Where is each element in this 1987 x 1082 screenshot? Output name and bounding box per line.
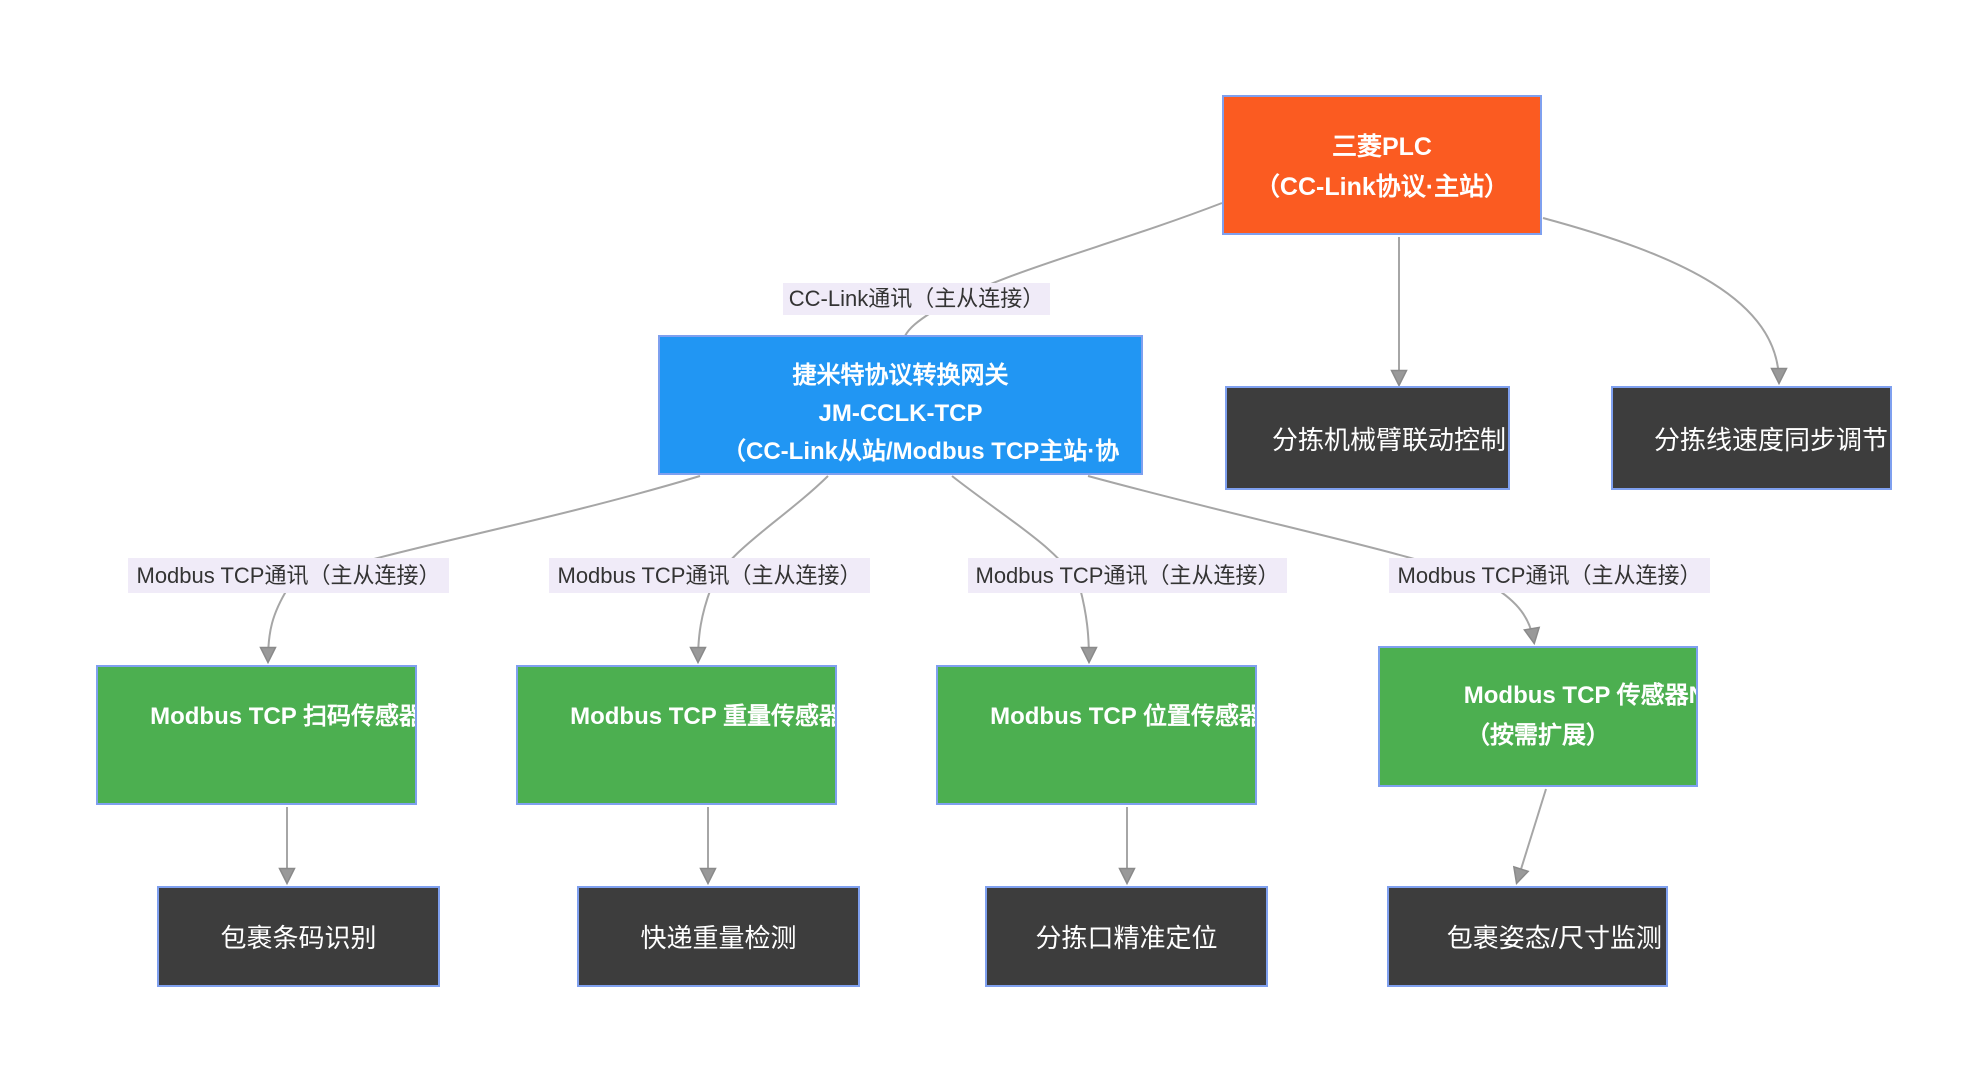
edge-label-modbus-3: Modbus TCP通讯（主从连接） xyxy=(968,558,1287,593)
edge-label-cclink: CC-Link通讯（主从连接） xyxy=(783,283,1050,315)
node-weight-sensor: Modbus TCP 重量传感器 xyxy=(516,665,837,805)
line-speed-label: 分拣线速度同步调节 xyxy=(1653,424,1888,455)
node-position-sensor: Modbus TCP 位置传感器 xyxy=(936,665,1257,805)
node-posture-monitor: 包裹姿态/尺寸监测 xyxy=(1387,886,1668,987)
node-barcode-id: 包裹条码识别 xyxy=(157,886,440,987)
node-arm-control: 分拣机械臂联动控制 xyxy=(1225,386,1510,490)
posture-monitor-label: 包裹姿态/尺寸监测 xyxy=(1446,923,1662,953)
weight-check-label: 快递重量检测 xyxy=(640,923,797,953)
gateway-line-2: JM-CCLK-TCP xyxy=(818,400,983,427)
node-sensor-n: Modbus TCP 传感器N （按需扩展） xyxy=(1378,646,1698,787)
barcode-id-label: 包裹条码识别 xyxy=(220,923,377,953)
edge-sensorn-posture xyxy=(1517,788,1547,882)
weight-sensor-label: Modbus TCP 重量传感器 xyxy=(570,703,837,730)
gateway-line-1: 捷米特协议转换网关 xyxy=(792,362,1009,389)
node-gateway: 捷米特协议转换网关 JM-CCLK-TCP （CC-Link从站/Modbus … xyxy=(658,335,1143,475)
edge-label-modbus-1: Modbus TCP通讯（主从连接） xyxy=(128,558,449,593)
edge-plc-gateway xyxy=(904,202,1223,337)
plc-line-1: 三菱PLC xyxy=(1331,133,1432,161)
node-line-speed: 分拣线速度同步调节 xyxy=(1611,386,1892,490)
edge-label-modbus-4: Modbus TCP通讯（主从连接） xyxy=(1389,558,1710,593)
edge-plc-speed xyxy=(1542,217,1779,382)
sensor-n-line-1: Modbus TCP 传感器N xyxy=(1463,682,1698,709)
node-scan-sensor: Modbus TCP 扫码传感器 xyxy=(96,665,417,805)
gateway-line-3: （CC-Link从站/Modbus TCP主站·协 xyxy=(722,438,1120,465)
sensor-n-line-2: （按需扩展） xyxy=(1466,722,1610,749)
node-weight-check: 快递重量检测 xyxy=(577,886,860,987)
position-sensor-label: Modbus TCP 位置传感器 xyxy=(990,703,1257,730)
scan-sensor-label: Modbus TCP 扫码传感器 xyxy=(150,703,417,730)
arm-control-label: 分拣机械臂联动控制 xyxy=(1271,424,1506,455)
chute-position-label: 分拣口精准定位 xyxy=(1035,923,1218,953)
plc-line-2: （CC-Link协议·主站） xyxy=(1254,173,1510,201)
node-mitsubishi-plc: 三菱PLC （CC-Link协议·主站） xyxy=(1222,95,1542,235)
node-chute-position: 分拣口精准定位 xyxy=(985,886,1268,987)
edge-label-modbus-2: Modbus TCP通讯（主从连接） xyxy=(549,558,870,593)
